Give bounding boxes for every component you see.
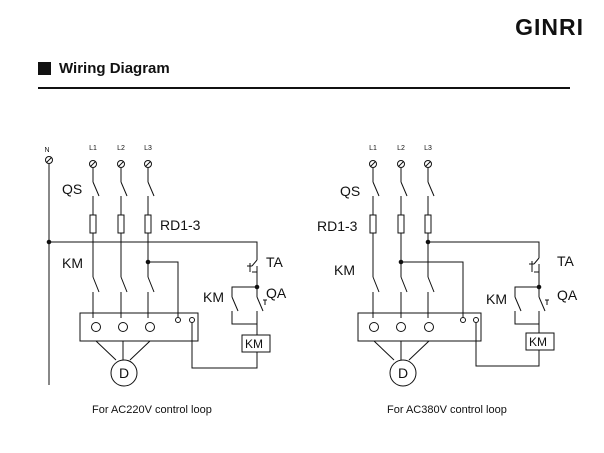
terminal-l2-label: L2	[397, 145, 405, 152]
title-underline	[38, 87, 570, 89]
terminal-l1-label: L1	[369, 145, 377, 152]
rd-label: RD1-3	[317, 218, 358, 234]
motor-label: D	[119, 365, 129, 381]
terminal-labels: N L1 L2 L3	[44, 145, 152, 154]
qs-label: QS	[62, 181, 82, 197]
km-main-contacts	[372, 276, 435, 293]
qs-switch-blades	[92, 181, 155, 197]
qs-switch-blades	[372, 181, 435, 197]
rd-label: RD1-3	[160, 217, 201, 233]
terminal-l3-label: L3	[424, 145, 432, 152]
km-aux-label: KM	[486, 291, 507, 307]
neutral-control-wire	[49, 241, 258, 260]
ta-label: TA	[557, 253, 575, 269]
motor-symbol	[389, 359, 417, 387]
terminal-screws	[45, 156, 152, 168]
fuse-l2	[397, 214, 405, 234]
fuse-l1	[89, 214, 97, 234]
fuse-l3	[144, 214, 152, 234]
terminal-n-label: N	[44, 147, 49, 154]
qa-label: QA	[557, 287, 578, 303]
section-title-text: Wiring Diagram	[59, 60, 170, 77]
diagram-ac380v: L1 L2 L3	[317, 145, 578, 387]
terminal-screw-icon	[144, 160, 152, 168]
terminal-l1-label: L1	[89, 145, 97, 152]
terminal-l2-label: L2	[117, 145, 125, 152]
terminal-screw-icon	[45, 156, 53, 164]
square-bullet-icon	[38, 62, 51, 75]
km-coil	[525, 332, 555, 351]
motor-symbol	[110, 359, 138, 387]
km-coil-label: KM	[245, 337, 263, 351]
fuse-l3	[424, 214, 432, 234]
motor-label: D	[398, 365, 408, 381]
section-title: Wiring Diagram	[38, 60, 170, 77]
qa-label: QA	[266, 285, 287, 301]
terminal-screw-icon	[117, 160, 125, 168]
km-coil-label: KM	[529, 335, 547, 349]
qa-start-button	[256, 287, 264, 335]
terminal-block	[357, 312, 482, 342]
terminal-screw-icon	[424, 160, 432, 168]
fuse-l1	[369, 214, 377, 234]
terminal-block	[79, 312, 199, 342]
fuse-l2	[117, 214, 125, 234]
qa-start-button	[538, 287, 546, 333]
km-label: KM	[62, 255, 83, 271]
terminal-screw-icon	[369, 160, 377, 168]
km-aux-label: KM	[203, 289, 224, 305]
terminal-l3-label: L3	[144, 145, 152, 152]
km-main-contacts	[92, 276, 155, 293]
terminal-screw-icon	[89, 160, 97, 168]
l2-control-wire	[401, 261, 464, 318]
km-coil	[241, 334, 271, 353]
l3-control-wire	[148, 261, 179, 318]
diagram-ac220v: N L1 L2 L3	[44, 145, 287, 387]
caption-ac380v: For AC380V control loop	[387, 404, 507, 416]
l3-control-wire	[428, 241, 540, 258]
ta-label: TA	[266, 254, 284, 270]
caption-ac220v: For AC220V control loop	[92, 404, 212, 416]
km-aux-contact	[231, 296, 257, 325]
brand-logo: GINRI	[515, 14, 584, 40]
qs-label: QS	[340, 183, 360, 199]
terminal-screw-icon	[397, 160, 405, 168]
km-aux-contact	[514, 296, 539, 325]
km-label: KM	[334, 262, 355, 278]
